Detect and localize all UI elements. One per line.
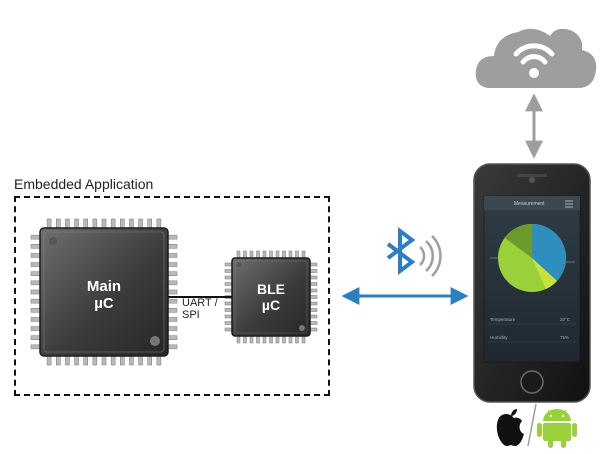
smartphone (473, 163, 591, 403)
home-button[interactable] (520, 370, 544, 394)
separator-slash (527, 403, 537, 447)
ble-mcu-chip (224, 250, 318, 344)
uart-spi-label: UART / SPI (182, 297, 218, 321)
phone-row-humidity-label: Humidity (490, 335, 508, 340)
cloud-wifi-icon (475, 28, 597, 88)
uart-spi-line2: SPI (182, 308, 200, 321)
phone-pie-chart (490, 224, 575, 292)
ble-chip-line2: µC (261, 297, 281, 314)
menu-icon[interactable] (565, 200, 573, 208)
phone-row-temperature-label: Temperature (490, 317, 516, 322)
phone-row-humidity-value: 75% (560, 335, 570, 340)
phone-row-temperature-value: 20°C (560, 317, 571, 322)
signal-waves-icon (419, 235, 442, 277)
ble-chip-line1: BLE (257, 281, 285, 297)
embedded-application-title: Embedded Application (14, 176, 154, 192)
ble-chip-label: BLE µC (241, 281, 301, 313)
embedded-application-boundary (14, 196, 330, 396)
phone-header-text: Measurement (514, 201, 545, 207)
main-chip-line2: µC (94, 295, 114, 313)
main-mcu-chip (30, 218, 178, 366)
android-icon (537, 409, 577, 448)
apple-icon (496, 409, 524, 446)
main-chip-label: Main µC (64, 278, 144, 313)
uart-spi-line1: UART / (182, 297, 218, 309)
main-chip-line1: Main (86, 278, 122, 295)
bluetooth-icon (386, 227, 416, 275)
